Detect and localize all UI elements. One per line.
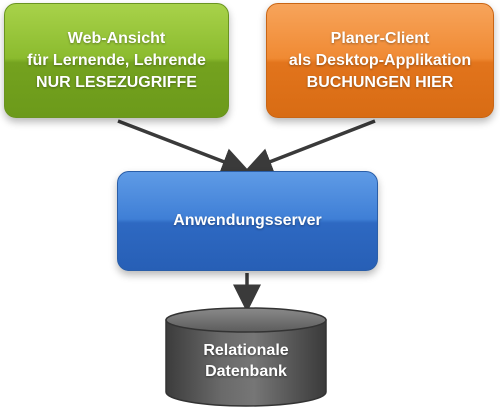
web-view-title: Web-Ansicht bbox=[67, 29, 166, 47]
application-server-label: Anwendungsserver bbox=[173, 212, 322, 229]
database-label: Relationale Datenbank bbox=[164, 340, 328, 382]
application-server-node: Anwendungsserver bbox=[117, 171, 378, 271]
database-cylinder-icon bbox=[165, 307, 327, 407]
arrow-web-to-server bbox=[117, 119, 250, 175]
arrow-planer-to-server bbox=[244, 119, 376, 175]
planer-client-booking-note: BUCHUNGEN HIER bbox=[306, 73, 454, 91]
planer-client-node: Planer-Client als Desktop-Applikation BU… bbox=[266, 3, 494, 118]
database-node: Relationale Datenbank bbox=[164, 306, 328, 408]
database-label-line-2: Datenbank bbox=[205, 363, 287, 380]
planer-client-title: Planer-Client bbox=[330, 29, 430, 47]
database-label-line-1: Relationale bbox=[203, 342, 289, 359]
web-view-node: Web-Ansicht für Lernende, Lehrende NUR L… bbox=[4, 3, 229, 118]
web-view-audience: für Lernende, Lehrende bbox=[27, 51, 206, 69]
web-view-access-note: NUR LESEZUGRIFFE bbox=[36, 73, 197, 91]
planer-client-type: als Desktop-Applikation bbox=[288, 51, 472, 69]
